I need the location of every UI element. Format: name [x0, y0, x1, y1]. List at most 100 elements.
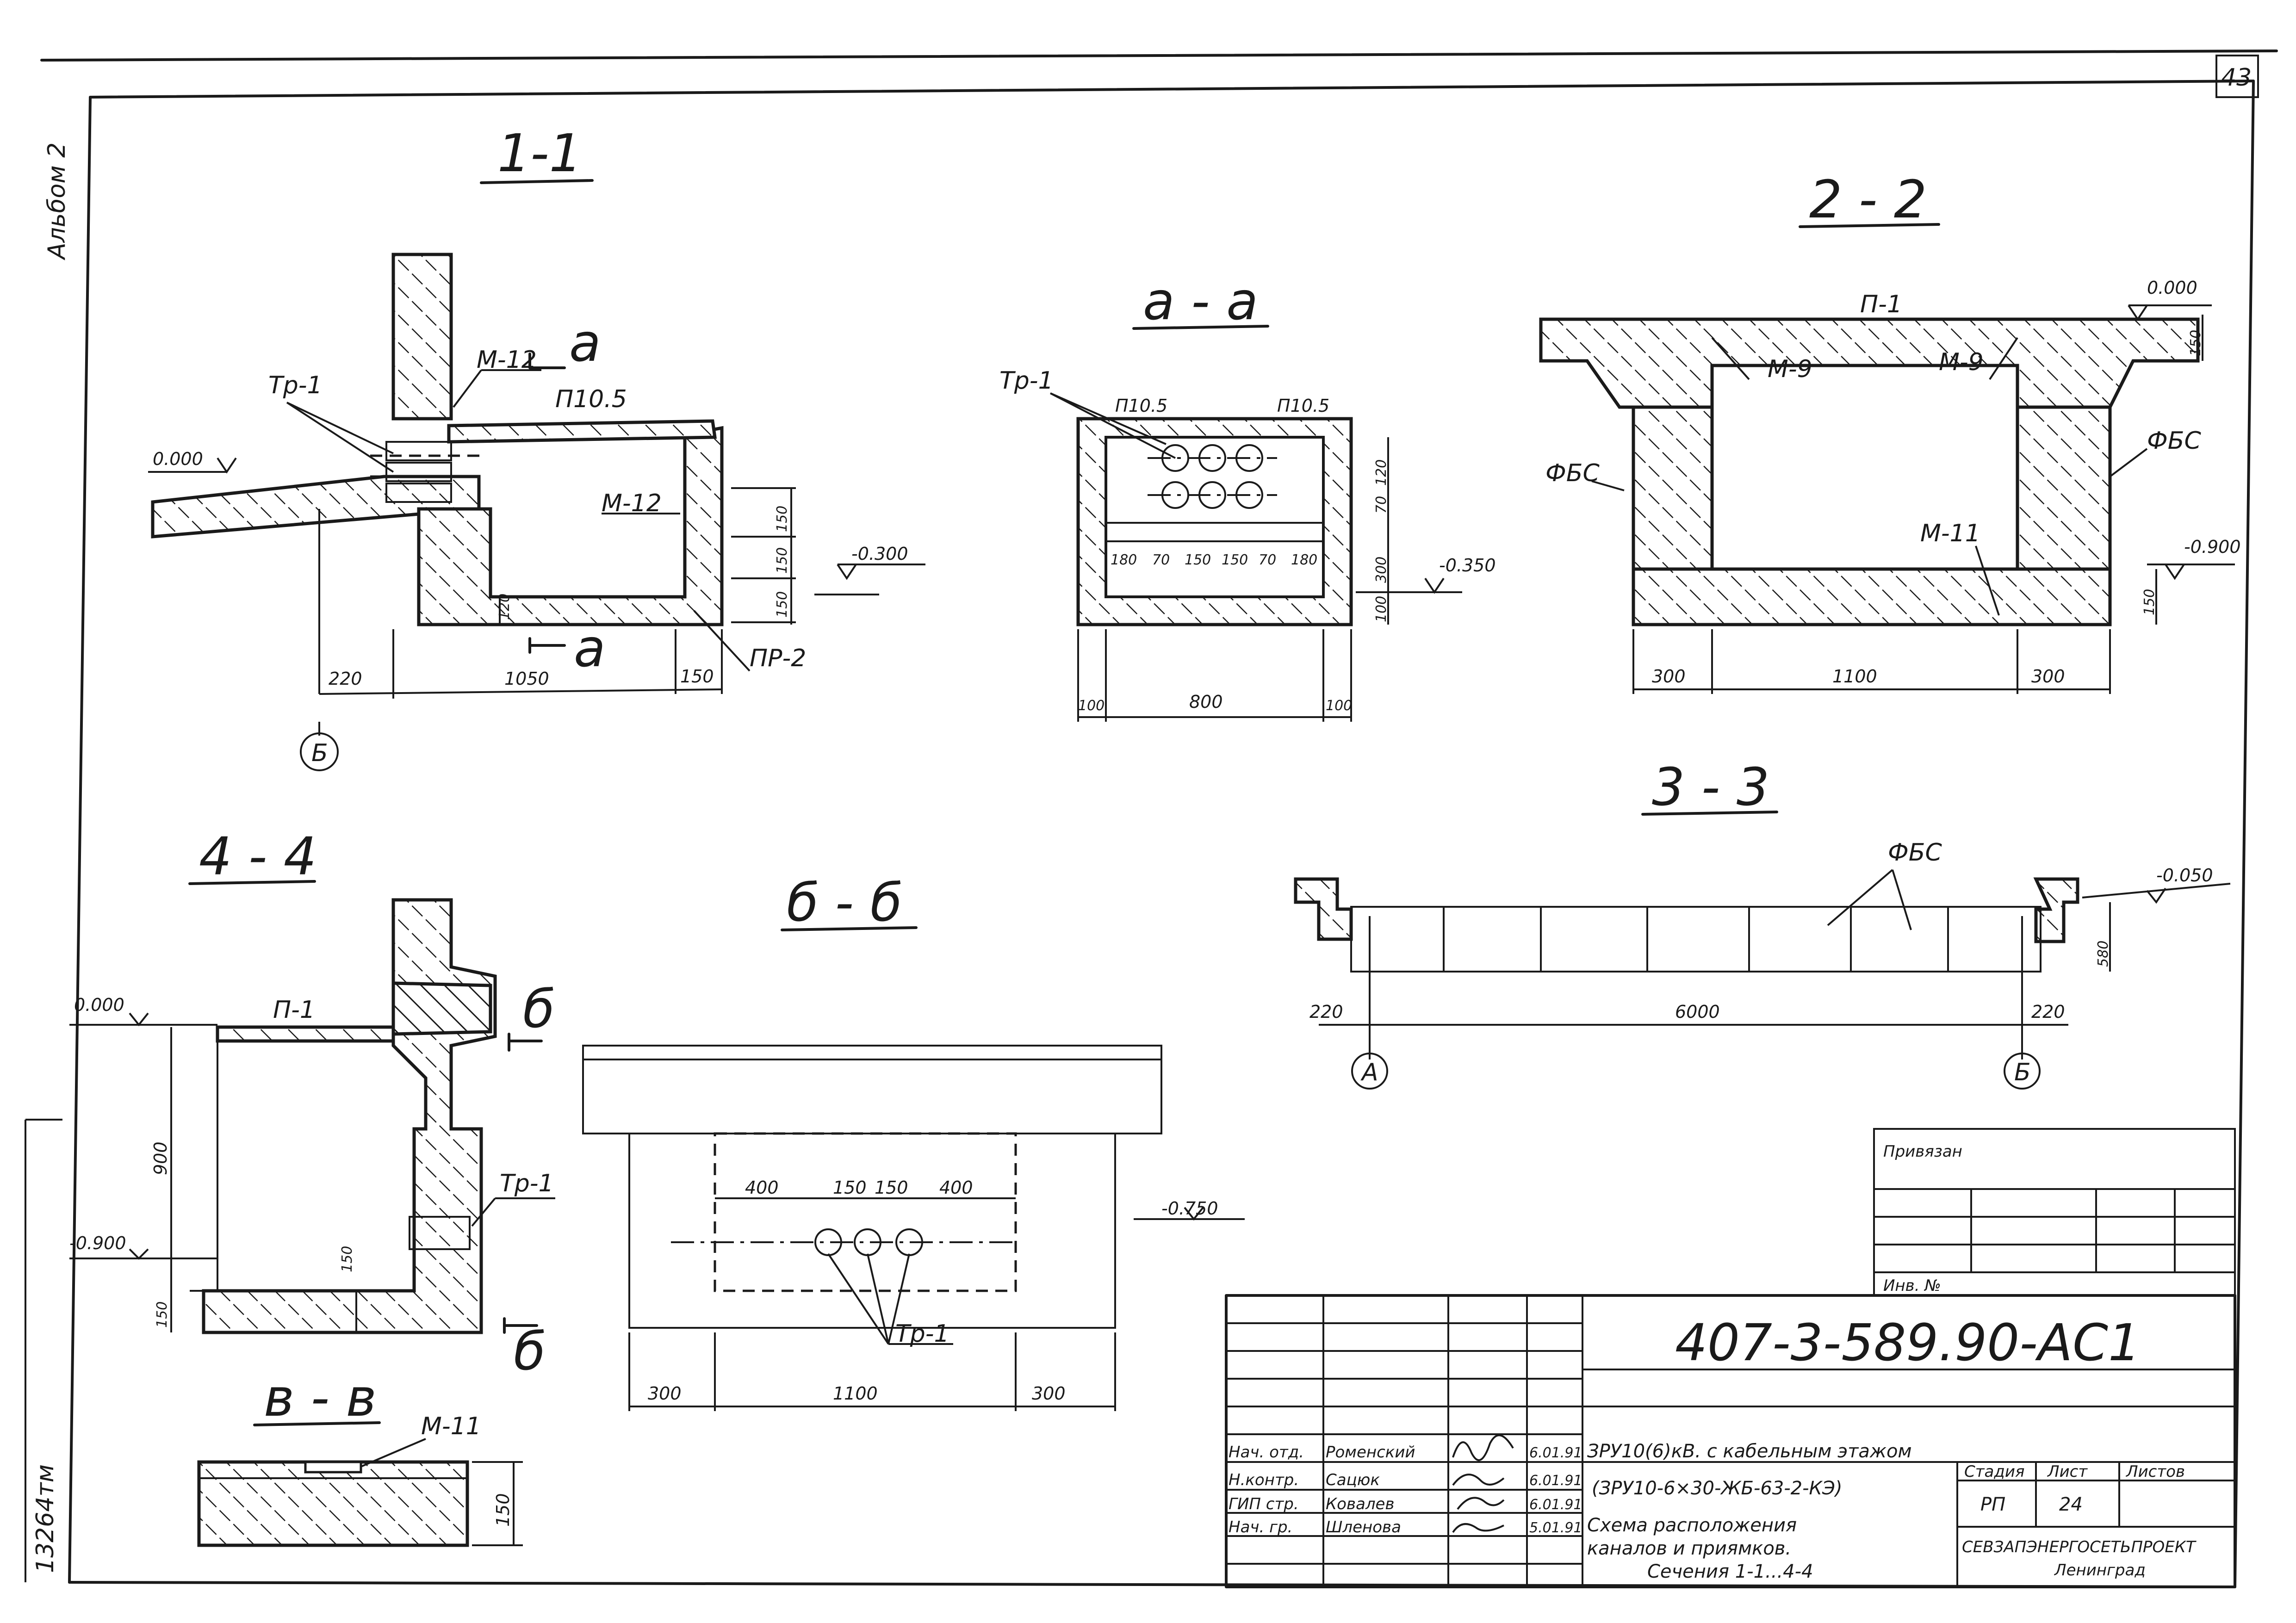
saa-dim-r3: 150: [1185, 552, 1211, 568]
stage-header: Стадия: [1964, 1462, 2024, 1481]
saa-dim-r5: 70: [1259, 552, 1276, 568]
s22-m9-label-b: М-9: [1939, 348, 1984, 376]
s33-dim-w3: 220: [2031, 1002, 2065, 1022]
name-2: Сацюк: [1326, 1471, 1380, 1489]
sheet-title-3: Сечения 1-1...4-4: [1647, 1561, 1813, 1582]
section-v-v: в - в: [197, 1368, 523, 1547]
role-2: Н.контр.: [1229, 1471, 1299, 1489]
s11-dim-v1: 150: [774, 506, 790, 532]
sbb-dim-w2: 1100: [833, 1383, 878, 1404]
sheet-header: Лист: [2047, 1462, 2088, 1481]
saa-dim-v4: 100: [1373, 596, 1390, 622]
role-1: Нач. отд.: [1229, 1443, 1304, 1462]
s11-level-low: -0.300: [851, 544, 908, 564]
svv-m11-label: М-11: [421, 1412, 481, 1440]
saa-dim-v2: 70: [1373, 496, 1390, 514]
title-block: [1225, 1294, 2236, 1588]
attachment-label: Привязан: [1883, 1142, 1962, 1161]
city: Ленинград: [2054, 1561, 2146, 1580]
s11-dim-w1: 220: [329, 669, 362, 689]
sheet-number: 43: [2221, 64, 2252, 92]
s44-cut-label-2: б: [514, 1322, 546, 1382]
s33-dim-w2: 6000: [1675, 1002, 1720, 1022]
sbb-level-low: -0.750: [1161, 1198, 1218, 1219]
s22-p1-label: П-1: [1860, 291, 1902, 318]
saa-level-low: -0.350: [1439, 555, 1496, 576]
saa-dim-w1: 100: [1078, 698, 1105, 714]
s44-dim-h1: 900: [150, 1141, 171, 1175]
name-3: Ковалев: [1326, 1495, 1395, 1513]
date-3: 6.01.91: [1529, 1497, 1582, 1513]
svv-dim-h: 150: [493, 1493, 513, 1527]
s33-level-top: -0.050: [2156, 865, 2213, 886]
s22-dim-w2: 1100: [1832, 666, 1877, 687]
s44-cut-label-1: б: [523, 979, 555, 1040]
s22-fbs-label-1: ФБС: [1545, 459, 1600, 487]
s11-tr1-label: Тр-1: [268, 372, 323, 399]
saa-dim-r2: 70: [1152, 552, 1170, 568]
s11-dim-v2: 150: [774, 547, 790, 574]
s33-fbs-label: ФБС: [1888, 839, 1942, 867]
sbb-dim-w1: 300: [648, 1383, 682, 1404]
saa-tr1-label: Тр-1: [999, 367, 1054, 395]
section-b-b: б - б: [582, 873, 1245, 1411]
signature-2: [1452, 1474, 1505, 1486]
date-4: 5.01.91: [1529, 1520, 1582, 1536]
date-2: 6.01.91: [1529, 1473, 1582, 1489]
s11-level-top: 0.000: [153, 449, 203, 469]
role-3: ГИП стр.: [1229, 1495, 1299, 1513]
object-line-2: (ЗРУ10-6×30-ЖБ-63-2-КЭ): [1592, 1478, 1842, 1499]
s11-dim-w2: 1050: [504, 669, 549, 689]
s11-cut-label-top: а: [569, 313, 601, 373]
name-1: Роменский: [1326, 1443, 1415, 1462]
s44-dim-h3: 150: [339, 1246, 355, 1272]
signature-4: [1452, 1523, 1504, 1533]
s22-dim-w1: 300: [1652, 666, 1686, 687]
sbb-dim-r3: 150: [875, 1177, 908, 1198]
saa-dim-r6: 180: [1291, 552, 1317, 568]
s33-axis-a: А: [1360, 1059, 1378, 1086]
s22-m9-label-a: М-9: [1768, 355, 1812, 383]
section-4-4-title: 4 - 4: [199, 827, 316, 887]
sbb-dim-r2: 150: [833, 1177, 867, 1198]
section-3-3-title: 3 - 3: [1652, 757, 1769, 818]
sbb-dim-w3: 300: [1032, 1383, 1066, 1404]
s22-level-low: -0.900: [2184, 537, 2241, 557]
role-4: Нач. гр.: [1229, 1518, 1292, 1536]
s11-axis-label: Б: [311, 739, 328, 767]
s22-fbs-label-2: ФБС: [2147, 427, 2201, 455]
signature-3: [1457, 1497, 1505, 1510]
s11-pr2-label: ПР-2: [750, 644, 806, 672]
sheet-frame: [25, 50, 2278, 1588]
section-1-1: 1-1: [148, 124, 925, 771]
section-a-a: а - а: [1050, 272, 1462, 722]
s44-level-low: -0.900: [69, 1233, 126, 1253]
sheet-title-1: Схема расположения: [1587, 1515, 1797, 1536]
saa-pipe-grid: [1148, 444, 1277, 509]
s44-dim-h2: 150: [154, 1301, 170, 1328]
saa-dim-v3: 300: [1373, 557, 1390, 583]
section-2-2-title: 2 - 2: [1809, 170, 1927, 230]
section-b-b-title: б - б: [787, 873, 902, 933]
s11-dim-v3: 150: [774, 591, 790, 618]
section-v-v-title: в - в: [264, 1368, 377, 1428]
saa-dim-v1: 120: [1373, 459, 1390, 486]
stage-value: РП: [1980, 1494, 2005, 1515]
saa-p105-label-2: П10.5: [1277, 396, 1329, 416]
section-2-2: 2 - 2: [1539, 170, 2235, 694]
section-4-4: 4 - 4: [69, 827, 555, 1334]
document-code: 407-3-589.90-АС1: [1675, 1313, 2141, 1372]
s33-axis-b: Б: [2014, 1059, 2031, 1086]
saa-dim-w3: 100: [1326, 698, 1352, 714]
date-1: 6.01.91: [1529, 1445, 1582, 1461]
name-4: Шленова: [1326, 1518, 1401, 1536]
sheet-no-value: 24: [2059, 1494, 2083, 1515]
saa-dim-r4: 150: [1222, 552, 1248, 568]
s44-level-top: 0.000: [74, 995, 124, 1015]
s22-dim-h1: 150: [2188, 330, 2204, 356]
s11-p105-label: П10.5: [555, 385, 627, 413]
s22-level-top: 0.000: [2147, 278, 2197, 298]
section-1-1-title: 1-1: [497, 124, 582, 184]
s33-dim-w1: 220: [1309, 1002, 1343, 1022]
